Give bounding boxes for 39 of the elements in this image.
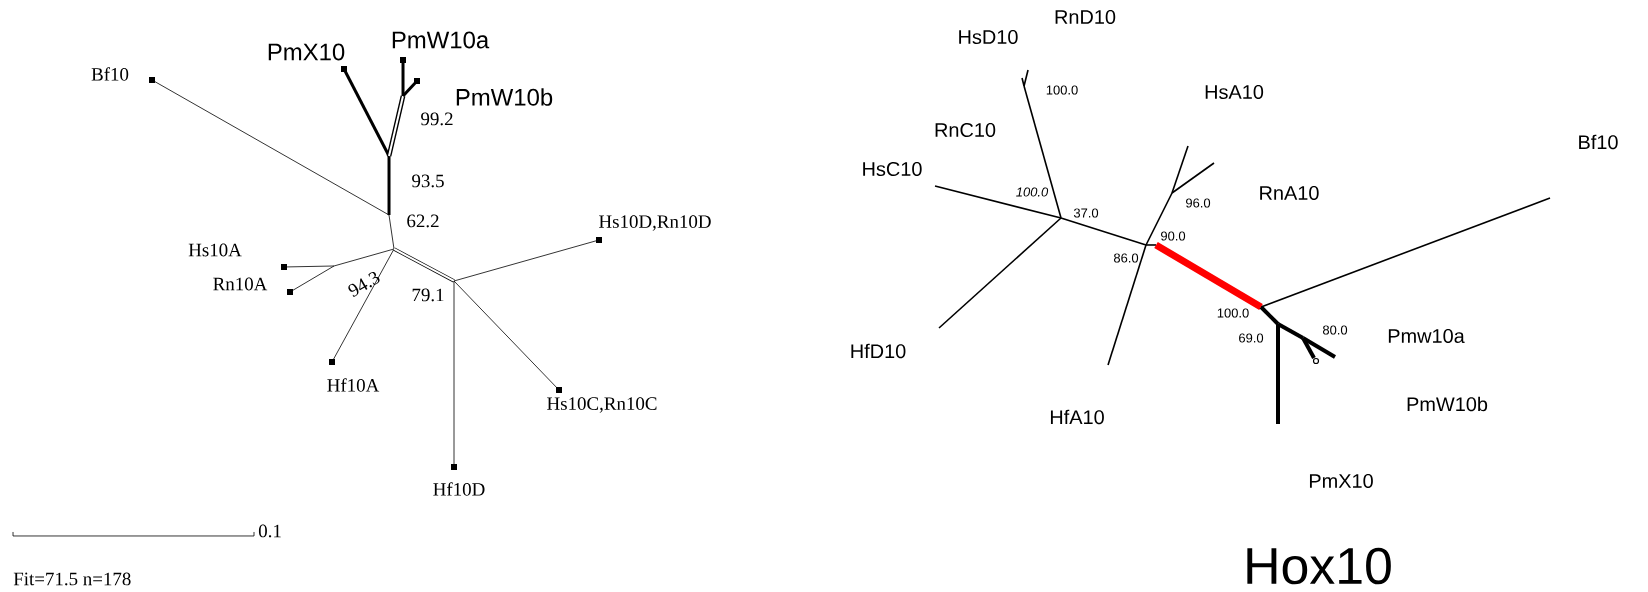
- taxon-label: HsA10: [1205, 84, 1264, 100]
- taxon-label: Bf10: [91, 67, 129, 81]
- taxon-label: PmX10: [1310, 473, 1373, 489]
- taxon-label: Hs10D,Rn10D: [599, 215, 711, 231]
- bootstrap-value: 93.5: [412, 174, 444, 188]
- bootstrap-value: 99.2: [421, 112, 453, 126]
- taxon-label: HsD10: [959, 29, 1018, 45]
- fit-statistics: Fit=71.5 n=178: [13, 572, 131, 586]
- bootstrap-value: 100.0: [1016, 187, 1049, 197]
- taxon-label: HfD10: [851, 343, 906, 359]
- taxon-label: Pmw10a: [1388, 328, 1465, 344]
- bootstrap-value: 79.1: [412, 288, 444, 302]
- scale-label: 0.1: [258, 524, 281, 538]
- taxon-label: PmW10a: [392, 31, 490, 49]
- taxon-label: PmW10b: [1407, 396, 1488, 412]
- title: Hox10: [1247, 547, 1391, 585]
- taxon-label: PmW10b: [456, 88, 553, 106]
- bootstrap-value: 86.0: [1113, 253, 1139, 263]
- bootstrap-value: 80.0: [1322, 325, 1348, 335]
- taxon-label: RnA10: [1260, 185, 1319, 201]
- taxon-label: RnC10: [935, 122, 996, 138]
- taxon-label: HfA10: [1050, 409, 1104, 425]
- taxon-label: Rn10A: [213, 277, 268, 291]
- taxon-label: Bf10: [1579, 134, 1618, 150]
- taxon-label: Hs10C,Rn10C: [547, 397, 657, 413]
- bootstrap-value: 100.0: [1046, 85, 1078, 95]
- taxon-label: Hf10A: [327, 378, 380, 392]
- taxon-label: RnD10: [1055, 9, 1116, 25]
- bootstrap-value: 37.0: [1073, 208, 1099, 218]
- bootstrap-value: 69.0: [1239, 333, 1264, 343]
- bootstrap-value: 96.0: [1186, 198, 1211, 208]
- taxon-label: Hf10D: [433, 482, 485, 496]
- bootstrap-value: 62.2: [407, 214, 439, 228]
- bootstrap-value: 94.3: [348, 271, 380, 297]
- taxon-label: HsC10: [863, 161, 922, 177]
- taxon-label: PmX10: [268, 43, 345, 61]
- taxon-label: Hs10A: [188, 243, 242, 257]
- bootstrap-value: 90.0: [1161, 231, 1186, 241]
- bootstrap-value: 100.0: [1217, 308, 1249, 318]
